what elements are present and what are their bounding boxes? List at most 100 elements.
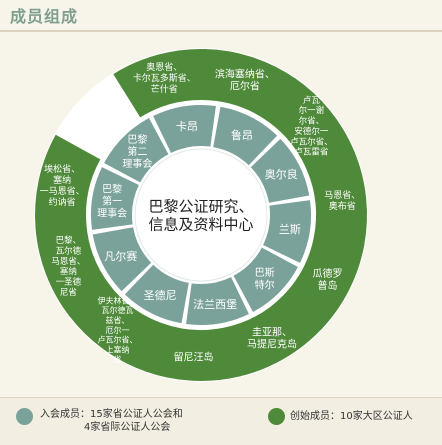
outer-segment-label-line: 尼省: [60, 287, 78, 298]
outer-segment-label-line: 滨海塞纳省、: [215, 67, 275, 80]
outer-segment: [144, 323, 241, 381]
legend-join-line2: 4家省际公证人公会: [84, 422, 171, 433]
outer-segment-label: 埃松省、塞纳一马恩省、约讷省: [40, 163, 85, 208]
inner-segment: [213, 106, 278, 166]
inner-segment: [104, 118, 169, 183]
inner-segment-label-line: 第二: [127, 145, 147, 158]
outer-segment-label-line: 瓦尔德瓦: [102, 305, 134, 315]
outer-segment-label-line: 卡尔瓦多斯省、: [133, 72, 196, 84]
outer-segment-label-line: 奥布省: [329, 200, 356, 212]
legend-founder-marker: [268, 408, 285, 425]
inner-segment-label-line: 鲁昂: [231, 128, 253, 142]
outer-segment: [68, 284, 164, 372]
outer-segment: [265, 77, 355, 172]
outer-segment-label-line: 卢瓦尔省、: [98, 335, 138, 345]
legend-join-line1: 15家省公证人公会和: [90, 409, 183, 420]
outer-segment-label-line: 厄尔省: [230, 80, 260, 93]
outer-segment-label-line: 塞纳: [53, 174, 71, 186]
outer-segment-label: 圭亚那、马提尼克岛: [247, 325, 297, 350]
outer-segment-label-line: 留尼汪岛: [174, 350, 214, 363]
outer-segment-label: 伊夫林省、瓦尔德瓦兹省、厄尔一卢瓦尔省、上塞纳省: [98, 295, 138, 364]
outer-segment: [35, 134, 101, 230]
center-node: 巴黎公证研究、信息及资料中心: [134, 148, 268, 282]
outer-segment-label: 马恩省、奥布省: [324, 189, 360, 212]
outer-segment-label-line: 瓦尔德: [56, 245, 82, 256]
outer-segment-label-line: 卢瓦: [303, 95, 321, 106]
outer-segment-label-line: 马恩省、: [324, 189, 360, 201]
outer-segment-label-line: 尔一谢: [299, 105, 325, 116]
inner-segment: [91, 167, 139, 230]
legend-join-label: 入会成员：: [40, 409, 90, 420]
inner-segment-label-line: 兰斯: [279, 223, 301, 236]
outer-segment-label-line: 约讷省: [49, 196, 76, 208]
inner-segment-label-line: 巴黎: [127, 133, 147, 146]
inner-segment-label-line: 圣德尼: [144, 288, 177, 302]
inner-segment-label-line: 巴斯: [255, 266, 275, 279]
outer-segment-label: 滨海塞纳省、厄尔省: [215, 67, 275, 92]
inner-segment-label-line: 凡尔赛: [104, 249, 137, 263]
inner-segment: [263, 200, 312, 263]
outer-segment-label-line: 普岛: [318, 279, 338, 292]
inner-segment-label-line: 第一: [102, 195, 122, 208]
outer-segment-label-line: 兹省、: [106, 315, 130, 325]
outer-segment: [203, 49, 296, 121]
outer-segment-label-line: 圭亚那、: [252, 325, 292, 338]
legend-founder-line1: 10家大区公证人: [340, 411, 413, 422]
inner-segment-label-line: 理事会: [122, 157, 152, 170]
ring-chart: 奥恩省、卡尔瓦多斯省、芒什省滨海塞纳省、厄尔省卢瓦尔一谢尔省、安德尔一卢瓦尔省、…: [34, 48, 368, 382]
inner-segment-label: 凡尔赛: [104, 249, 137, 263]
outer-segment-label-line: 伊夫林省、: [98, 295, 138, 305]
inner-segment: [186, 277, 249, 325]
legend-join-text: 入会成员：15家省公证人公会和 4家省际公证人公会: [40, 408, 183, 434]
outer-segment: [227, 293, 323, 377]
inner-segment-label: 巴斯特尔: [255, 266, 275, 291]
center-label: 巴黎公证研究、信息及资料中心: [148, 197, 253, 233]
inner-segment-label-line: 卡昂: [176, 120, 198, 133]
outer-segment-label-line: 瓜德罗: [313, 267, 343, 280]
outer-segment-label: 留尼汪岛: [174, 350, 214, 363]
legend-join-marker: [16, 408, 33, 425]
inner-segment: [153, 105, 216, 153]
outer-segment-label-line: 马恩省、: [51, 256, 85, 267]
inner-segment-label-line: 奥尔良: [265, 167, 298, 181]
outer-segment-label-line: 一马恩省、: [40, 185, 85, 197]
inner-segment: [250, 138, 310, 203]
inner-segment-label: 兰斯: [279, 223, 301, 236]
outer-segment-label-line: 巴黎、: [56, 235, 82, 246]
outer-segment: [113, 49, 207, 118]
inner-segment-label: 巴黎第一理事会: [97, 182, 127, 219]
inner-segment-label: 法兰西堡: [193, 297, 237, 311]
outer-segment-label-line: 芒什省: [151, 83, 178, 95]
outer-segment-label-line: 埃松省、: [44, 163, 80, 175]
outer-segment-label-line: 尔省、: [299, 116, 325, 127]
outer-segment: [35, 223, 111, 317]
outer-segment-label-line: 安德尔一: [294, 126, 329, 137]
outer-segment: [283, 235, 365, 331]
outer-segment-label-line: 塞纳: [60, 266, 77, 277]
outer-segment-label: 奥恩省、卡尔瓦多斯省、芒什省: [133, 61, 196, 95]
inner-segment-label-line: 理事会: [97, 207, 127, 220]
outer-segment-label: 瓜德罗普岛: [313, 267, 343, 292]
inner-segment-label: 鲁昂: [231, 128, 253, 142]
outer-segment-label: 卢瓦尔一谢尔省、安德尔一卢瓦尔省、卢瓦雷省: [290, 95, 333, 158]
center-disc: [134, 148, 268, 282]
outer-segment-label-line: 厄尔一: [106, 325, 130, 335]
membership-diagram: 奥恩省、卡尔瓦多斯省、芒什省滨海塞纳省、厄尔省卢瓦尔一谢尔省、安德尔一卢瓦尔省、…: [0, 34, 442, 394]
header-divider: [0, 30, 442, 32]
outer-ring: 奥恩省、卡尔瓦多斯省、芒什省滨海塞纳省、厄尔省卢瓦尔一谢尔省、安德尔一卢瓦尔省、…: [35, 49, 367, 381]
inner-segment-label: 巴黎第二理事会: [122, 133, 152, 170]
inner-segment-label: 奥尔良: [265, 167, 298, 181]
inner-segment: [92, 227, 152, 292]
outer-segment-label-line: 卢瓦尔省、: [290, 136, 333, 147]
outer-segment-label-line: 马提尼克岛: [247, 338, 297, 351]
inner-segment-label: 圣德尼: [144, 288, 177, 302]
outer-segment-label: 巴黎、瓦尔德马恩省、塞纳一圣德尼省: [51, 235, 85, 298]
page-title: 成员组成: [10, 7, 79, 26]
center-label-line: 信息及资料中心: [148, 216, 253, 234]
legend: 入会成员：15家省公证人公会和 4家省际公证人公会 创始成员：10家大区公证人: [0, 397, 442, 445]
inner-segment: [124, 264, 189, 324]
legend-founder-label: 创始成员：: [290, 411, 340, 422]
outer-segment-label-line: 卢瓦雷省: [294, 147, 329, 158]
outer-segment: [306, 150, 367, 247]
